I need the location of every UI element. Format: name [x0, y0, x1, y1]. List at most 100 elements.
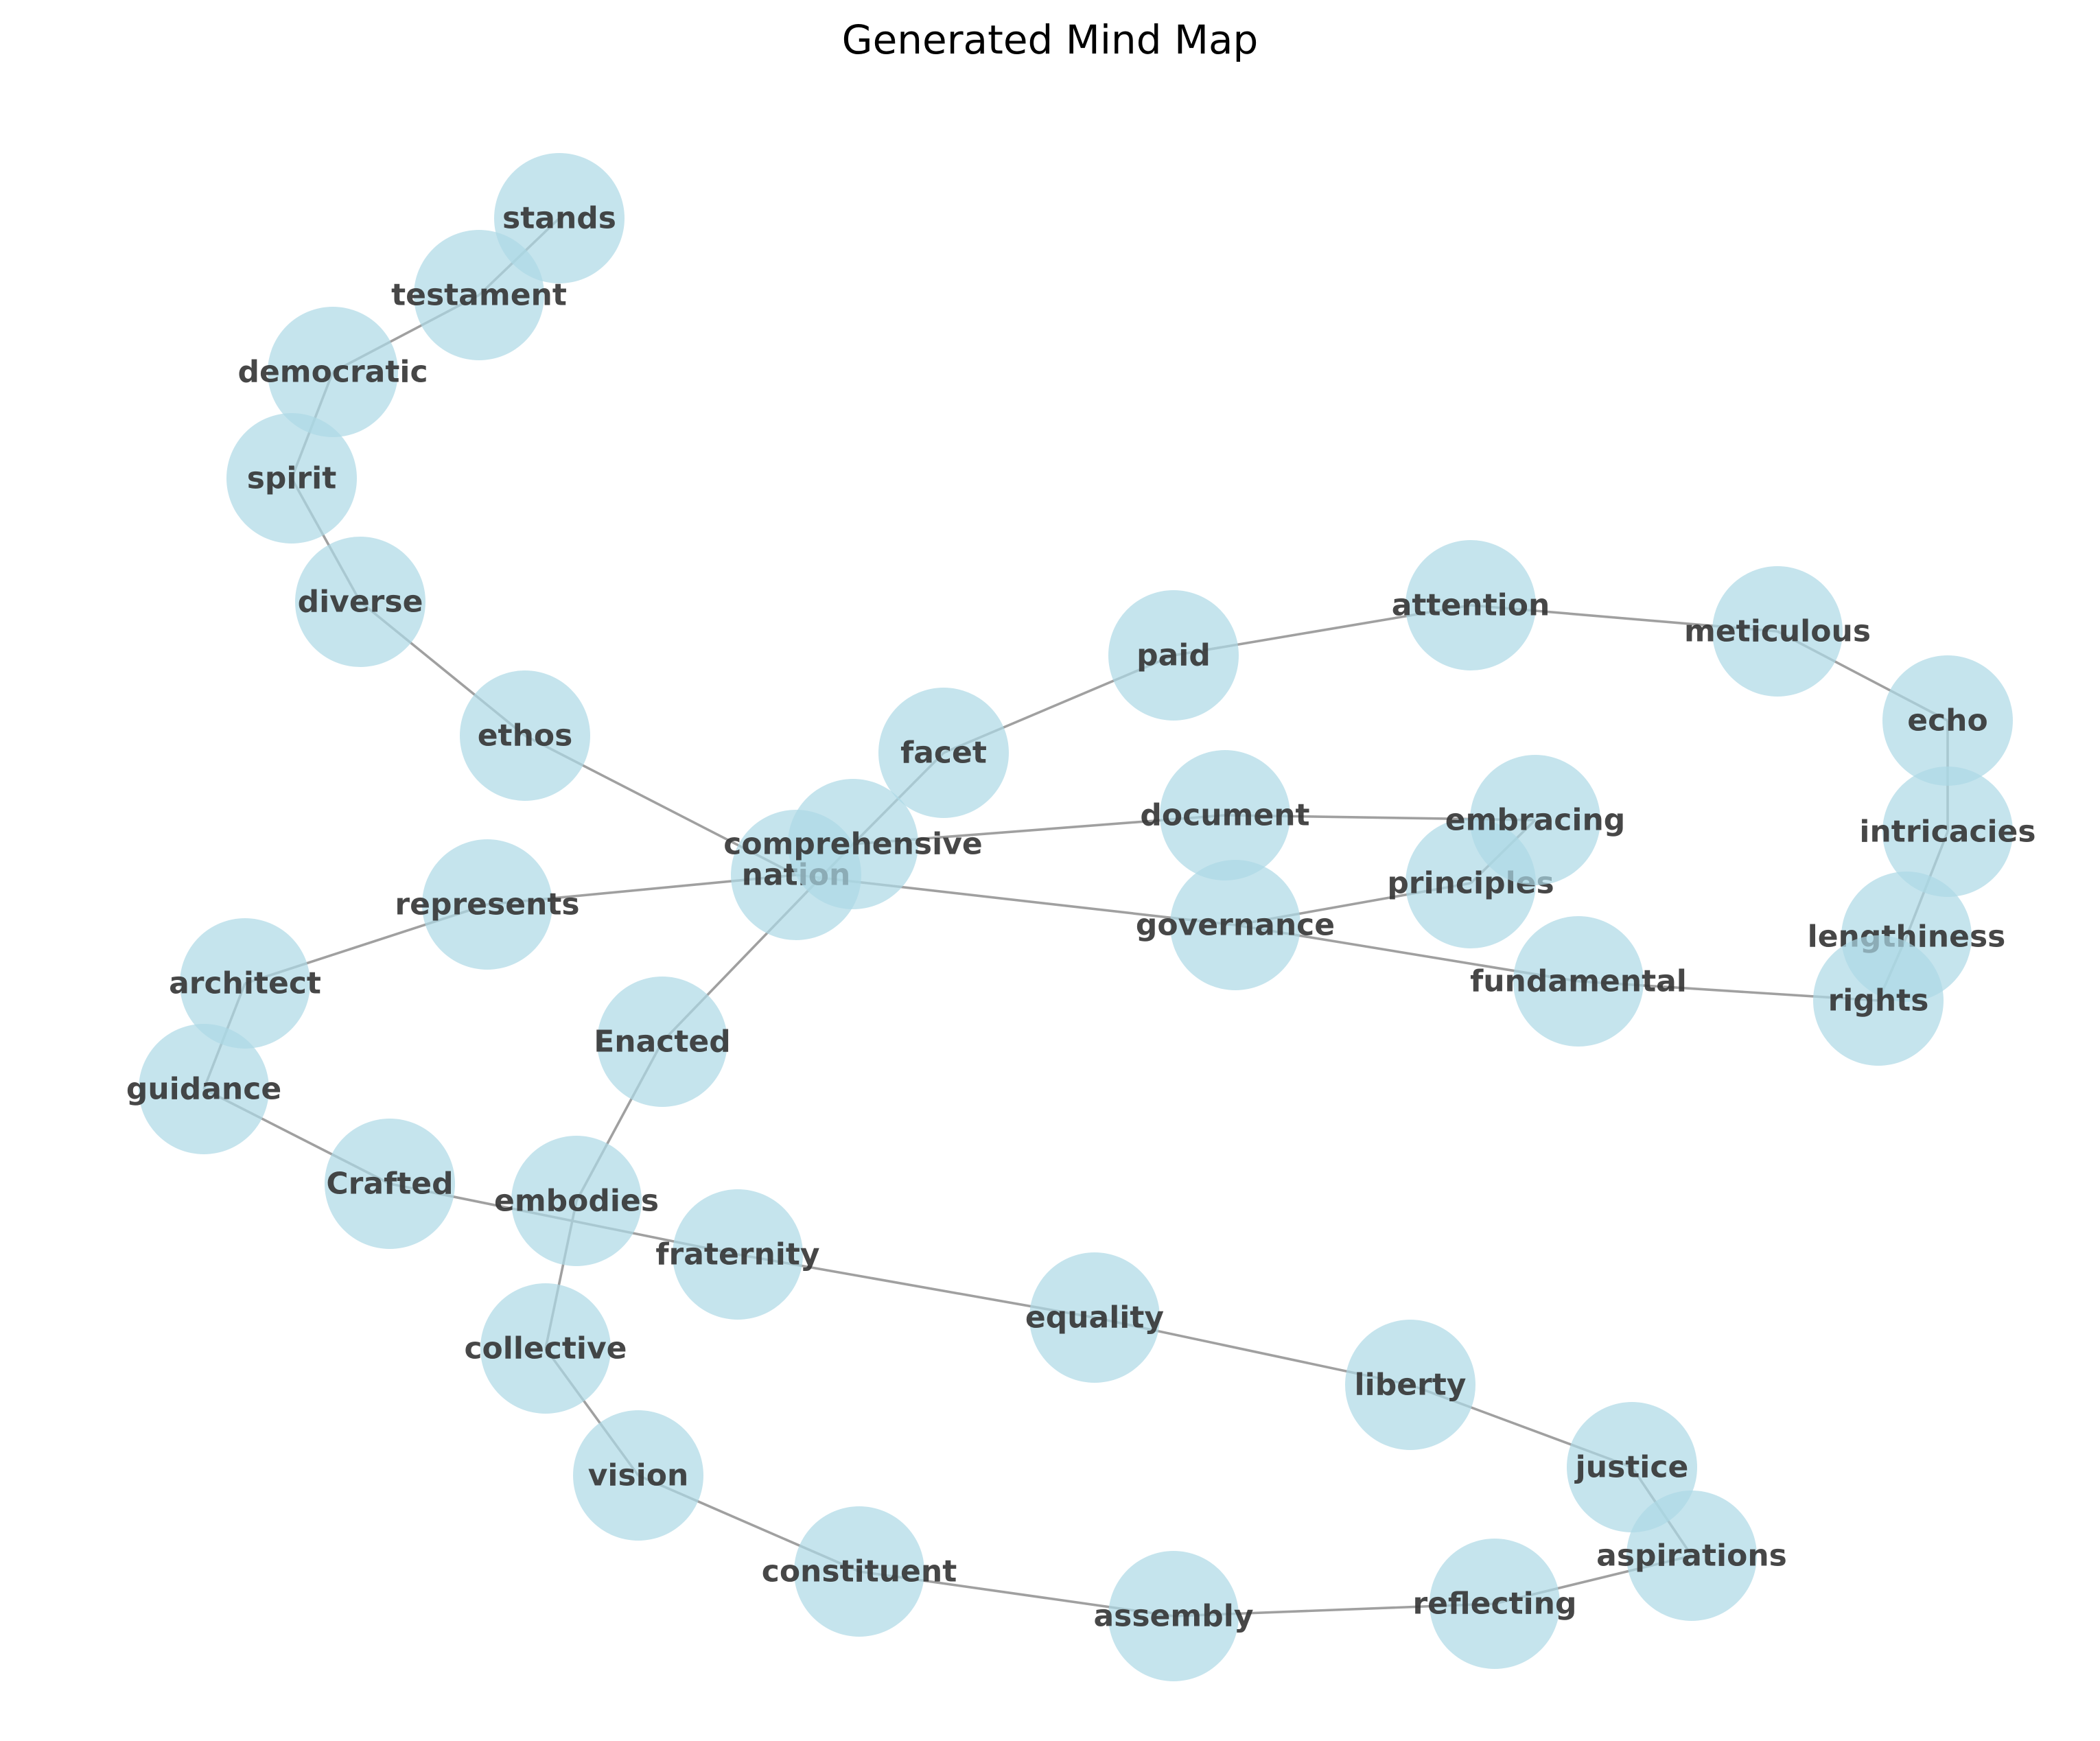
node-ethos: ethos [460, 670, 590, 801]
node-circle [268, 307, 398, 437]
node-label: testament [391, 278, 567, 313]
node-label: represents [395, 887, 579, 922]
node-label: Enacted [594, 1025, 731, 1060]
node-intricacies: intricacies [1859, 767, 2036, 897]
node-circle [460, 670, 590, 801]
node-circle [794, 1506, 924, 1637]
node-label: guidance [126, 1072, 281, 1107]
node-label: diverse [298, 585, 423, 620]
node-document: document [1140, 750, 1310, 880]
node-label: democratic [237, 355, 428, 390]
node-reflecting: reflecting [1412, 1539, 1577, 1669]
node-liberty: liberty [1345, 1320, 1475, 1450]
node-represents: represents [395, 839, 580, 970]
node-label: attention [1392, 588, 1550, 623]
node-label: ethos [478, 718, 573, 753]
node-circle [480, 1283, 611, 1414]
node-paid: paid [1108, 590, 1239, 721]
node-label: architect [169, 966, 321, 1001]
node-testament: testament [391, 230, 567, 360]
node-label: liberty [1355, 1368, 1467, 1403]
node-Crafted: Crafted [325, 1119, 455, 1249]
node-circle [1430, 1539, 1560, 1669]
node-circle [1345, 1320, 1475, 1450]
node-circle [295, 537, 425, 667]
node-circle [597, 977, 727, 1107]
node-label: fraternity [655, 1237, 819, 1272]
node-label: meticulous [1684, 614, 1871, 649]
node-fraternity: fraternity [655, 1189, 820, 1320]
node-vision: vision [573, 1410, 703, 1541]
node-label: constituent [762, 1554, 957, 1589]
node-embodies: embodies [494, 1136, 659, 1266]
node-circle [180, 918, 310, 1049]
node-constituent: constituent [762, 1506, 957, 1637]
node-label: stands [502, 201, 616, 236]
node-assembly: assembly [1093, 1551, 1254, 1681]
node-diverse: diverse [295, 537, 425, 667]
node-label: governance [1136, 908, 1335, 943]
node-circle [1470, 755, 1600, 885]
node-label: assembly [1093, 1599, 1253, 1634]
node-circle [788, 779, 918, 909]
node-label: fundamental [1470, 964, 1687, 999]
node-label: Crafted [326, 1167, 453, 1202]
node-layer: stands testament democratic spirit diverse et… [126, 153, 2036, 1681]
node-circle [325, 1119, 455, 1249]
node-equality: equality [1025, 1252, 1164, 1383]
node-label: justice [1574, 1450, 1689, 1485]
node-aspirations: aspirations [1596, 1491, 1787, 1621]
node-label: echo [1907, 703, 1987, 738]
node-rights: rights [1813, 935, 1944, 1066]
node-governance: governance [1136, 860, 1335, 990]
node-circle [1712, 566, 1843, 697]
node-embracing: embracing [1445, 755, 1626, 885]
node-circle [1405, 540, 1536, 670]
node-collective: collective [464, 1283, 627, 1414]
node-circle [1108, 590, 1239, 721]
node-circle [878, 688, 1009, 818]
node-circle [1108, 1551, 1239, 1681]
node-circle [422, 839, 552, 970]
node-architect: architect [169, 918, 321, 1049]
node-label: facet [900, 736, 987, 771]
node-attention: attention [1392, 540, 1550, 670]
node-meticulous: meticulous [1684, 566, 1871, 697]
node-spirit: spirit [226, 413, 357, 544]
node-circle [1029, 1252, 1160, 1383]
node-circle [511, 1136, 642, 1266]
node-circle [1626, 1491, 1757, 1621]
node-circle [414, 230, 544, 360]
node-label: spirit [247, 461, 337, 496]
node-label: embodies [494, 1184, 659, 1219]
node-label: collective [464, 1331, 627, 1366]
node-circle [673, 1189, 803, 1320]
node-label: embracing [1445, 803, 1626, 838]
node-label: vision [588, 1458, 689, 1493]
node-label: equality [1025, 1300, 1164, 1335]
node-circle [139, 1024, 269, 1154]
node-echo: echo [1882, 655, 2013, 786]
node-circle [1882, 767, 2013, 897]
node-circle [1882, 655, 2013, 786]
node-label: aspirations [1596, 1539, 1787, 1574]
node-circle [573, 1410, 703, 1541]
node-guidance: guidance [126, 1024, 281, 1154]
diagram-title: Generated Mind Map [842, 16, 1259, 63]
node-Enacted: Enacted [594, 977, 731, 1107]
node-circle [226, 413, 357, 544]
node-label: rights [1828, 983, 1929, 1018]
node-fundamental: fundamental [1470, 916, 1687, 1047]
node-label: comprehensive [723, 827, 982, 862]
node-label: paid [1136, 638, 1211, 673]
node-facet: facet [878, 688, 1009, 818]
node-label: reflecting [1412, 1587, 1576, 1622]
node-circle [1513, 916, 1644, 1047]
node-circle [1813, 935, 1944, 1066]
node-circle [1170, 860, 1300, 990]
node-label: intricacies [1859, 815, 2035, 850]
node-democratic: democratic [237, 307, 428, 437]
node-label: document [1140, 798, 1309, 833]
node-comprehensive: comprehensive [723, 779, 983, 909]
